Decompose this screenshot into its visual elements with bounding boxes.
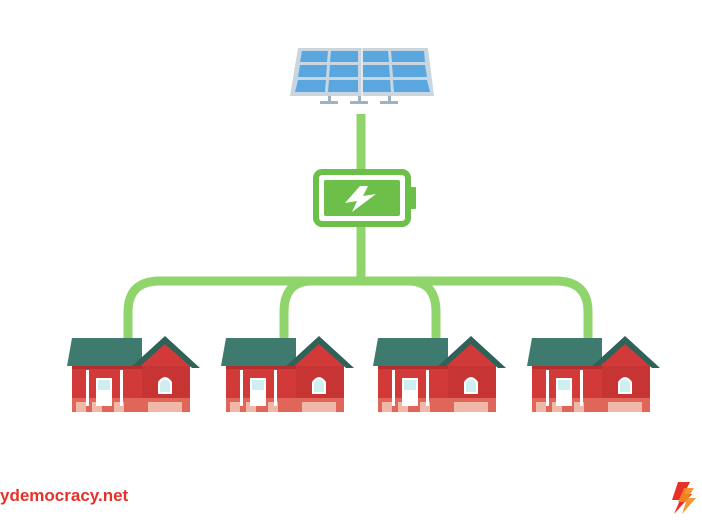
site-url: ydemocracy.net	[0, 486, 129, 505]
lightning-bolt-icon	[345, 186, 376, 212]
battery-icon	[313, 169, 416, 227]
brand-logo-icon	[672, 482, 696, 514]
solar-panel-icon	[290, 48, 434, 104]
power-lines	[123, 114, 593, 338]
house-icon	[373, 336, 506, 412]
house-icon	[67, 336, 200, 412]
house-icon	[527, 336, 660, 412]
house-icon	[221, 336, 354, 412]
branch-wire-house-3	[407, 276, 441, 338]
microgrid-diagram	[67, 48, 660, 412]
bus-line	[123, 276, 593, 338]
branch-wire-house-2	[279, 276, 313, 338]
